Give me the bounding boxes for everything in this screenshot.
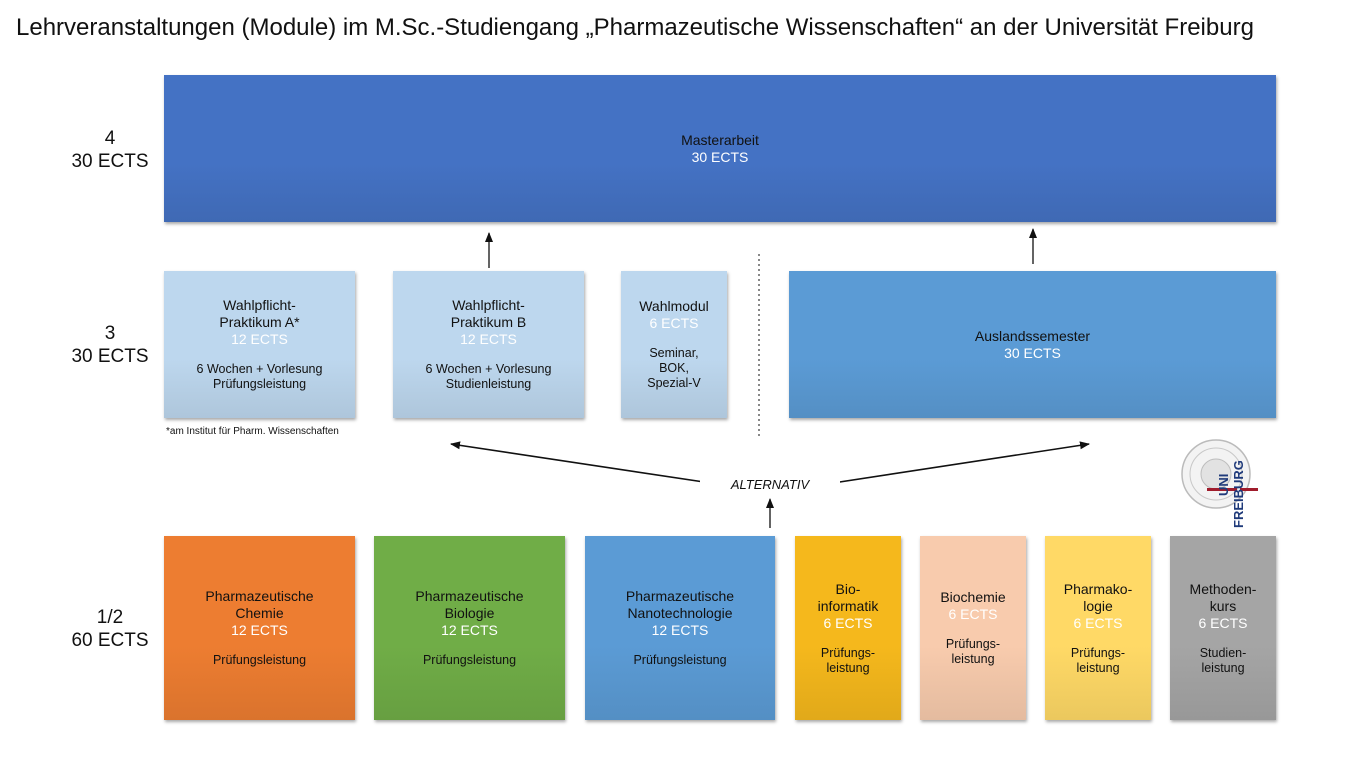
module-methodenkurs: Methoden- kurs 6 ECTS Studien- leistung xyxy=(1170,536,1276,720)
module-name: Masterarbeit xyxy=(681,131,759,148)
module-note: Prüfungsleistung xyxy=(422,653,517,667)
university-seal-icon xyxy=(1181,439,1258,509)
module-note: 6 Wochen + Vorlesung Prüfungsleistung xyxy=(196,362,323,391)
module-ects: 6 ECTS xyxy=(948,606,998,622)
module-biochemie: Biochemie 6 ECTS Prüfungs- leistung xyxy=(920,536,1026,720)
semester-ects: 60 ECTS xyxy=(71,630,149,651)
module-name: Methoden- kurs xyxy=(1189,580,1257,614)
module-name: Pharmazeutische Biologie xyxy=(415,588,524,621)
module-note: Prüfungsleistung xyxy=(212,653,307,667)
module-note: Prüfungs- leistung xyxy=(945,637,1001,666)
module-pharmazeutische-biologie: Pharmazeutische Biologie 12 ECTS Prüfung… xyxy=(374,536,565,720)
module-name: Wahlmodul xyxy=(639,298,709,314)
logo-text-freiburg: FREIBURG xyxy=(1231,460,1246,528)
module-name: Bio- informatik xyxy=(817,580,879,614)
module-note: Prüfungs- leistung xyxy=(1070,645,1126,675)
module-note: Prüfungs- leistung xyxy=(820,645,876,675)
arrow-alternativ-right xyxy=(819,441,1090,486)
module-note: Prüfungsleistung xyxy=(633,653,727,667)
module-ects: 6 ECTS xyxy=(1073,614,1123,631)
footnote: *am Institut für Pharm. Wissenschaften xyxy=(166,426,339,437)
logo-text-uni: UNI xyxy=(1216,473,1231,496)
module-ects: 6 ECTS xyxy=(823,614,873,631)
module-name: Pharmazeutische Chemie xyxy=(205,588,314,621)
semester-number: 4 xyxy=(104,128,116,149)
module-ects: 30 ECTS xyxy=(691,148,749,165)
alternativ-label: ALTERNATIV xyxy=(700,477,840,492)
module-wahlpflicht-praktikum-b: Wahlpflicht- Praktikum B 12 ECTS 6 Woche… xyxy=(393,271,584,418)
module-note: Seminar, BOK, Spezial-V xyxy=(647,346,701,390)
module-pharmazeutische-nanotechnologie: Pharmazeutische Nanotechnologie 12 ECTS … xyxy=(585,536,775,720)
semester-label-4: 4 30 ECTS xyxy=(60,127,160,173)
module-name: Pharmazeutische Nanotechnologie xyxy=(625,588,735,621)
arrow-alternativ-left xyxy=(450,441,725,486)
semester-number: 3 xyxy=(104,323,116,344)
module-ects: 30 ECTS xyxy=(1004,344,1061,361)
module-auslandssemester: Auslandssemester 30 ECTS xyxy=(789,271,1276,418)
module-pharmakologie: Pharmako- logie 6 ECTS Prüfungs- leistun… xyxy=(1045,536,1151,720)
page-title: Lehrveranstaltungen (Module) im M.Sc.-St… xyxy=(16,14,1254,41)
semester-label-1-2: 1/2 60 ECTS xyxy=(60,606,160,652)
semester-number: 1/2 xyxy=(96,607,124,628)
module-name: Wahlpflicht- Praktikum B xyxy=(450,297,527,330)
module-wahlpflicht-praktikum-a: Wahlpflicht- Praktikum A* 12 ECTS 6 Woch… xyxy=(164,271,355,418)
module-ects: 6 ECTS xyxy=(1198,614,1248,631)
module-ects: 12 ECTS xyxy=(231,622,288,638)
module-ects: 12 ECTS xyxy=(651,622,709,638)
module-pharmazeutische-chemie: Pharmazeutische Chemie 12 ECTS Prüfungsl… xyxy=(164,536,355,720)
module-name: Wahlpflicht- Praktikum A* xyxy=(219,297,300,330)
semester-ects: 30 ECTS xyxy=(71,151,149,172)
module-ects: 6 ECTS xyxy=(649,315,699,331)
module-masterarbeit: Masterarbeit 30 ECTS xyxy=(164,75,1276,222)
module-note: 6 Wochen + Vorlesung Studienleistung xyxy=(425,362,552,391)
semester-label-3: 3 30 ECTS xyxy=(60,322,160,368)
module-name: Auslandssemester xyxy=(974,327,1091,344)
module-ects: 12 ECTS xyxy=(441,622,498,638)
module-bioinformatik: Bio- informatik 6 ECTS Prüfungs- leistun… xyxy=(795,536,901,720)
semester-ects: 30 ECTS xyxy=(71,346,149,367)
module-note: Studien- leistung xyxy=(1199,645,1247,675)
module-wahlmodul: Wahlmodul 6 ECTS Seminar, BOK, Spezial-V xyxy=(621,271,727,418)
module-ects: 12 ECTS xyxy=(460,331,517,347)
module-name: Pharmako- logie xyxy=(1063,580,1133,614)
module-name: Biochemie xyxy=(940,589,1006,605)
uni-freiburg-logo xyxy=(1180,436,1262,528)
module-ects: 12 ECTS xyxy=(231,331,288,347)
